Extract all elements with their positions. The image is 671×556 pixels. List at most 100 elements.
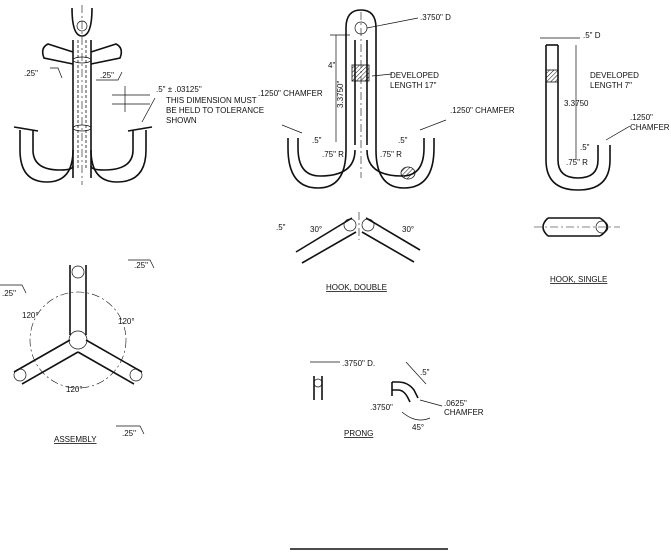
hook-double-chamfer-right-mark [419,119,447,131]
assembly-arm-top-ring [71,265,85,279]
hook-double-angle-left: 30° [310,225,322,234]
hook-double-d-leader [366,17,419,29]
hook-double-top-arm-right-a [365,217,421,251]
hook-double-top-arm-right-b [361,231,415,263]
anchor-dim-right: .25" [100,71,114,80]
assembly-dim-top: .25" [134,261,148,270]
prong-dim-d: .3750" D. [342,359,375,368]
anchor-note-leader [141,97,156,123]
prong-chamfer-1: .0625" [444,399,467,408]
anchor-hook-right-outer [90,130,147,183]
hook-single-dim-5: .5" [580,143,590,152]
hook-double-developed-1: DEVELOPED [390,71,439,80]
anchor-note-line3: SHOWN [166,116,197,125]
assembly-finish-bottom [116,425,145,435]
hook-double-section-hatch [351,64,370,82]
hook-double-view: 4" 3.3750" .3750" D DEVELOPED LENGTH 17"… [258,9,515,189]
hook-double-dim-d: .3750" D [420,13,451,22]
prong-chamfer-2: CHAMFER [444,408,484,417]
assembly-angle-left: 120° [22,311,39,320]
assembly-bolt-circle [29,291,127,389]
anchor-dim-left: .25" [24,69,38,78]
prong-dim-5-line [405,361,427,385]
assembly-arm-left-a [13,339,71,373]
prong-angle-arc [401,411,431,421]
prong-caption: PRONG [344,429,373,438]
hook-double-dim-4: 4" [328,61,335,70]
assembly-dim-bottom: .25" [122,429,136,438]
hook-double-dim-3375: 3.3750" [336,81,345,108]
anchor-hook-right-tip [127,126,153,132]
assembly-caption: ASSEMBLY [54,435,97,444]
assembly-arm-right-a [85,339,143,373]
anchor-hook-left-outer [19,130,74,183]
prong-chamfer-leader [419,399,443,407]
anchor-dim-tolerance: .5" ± .03125" [156,85,202,94]
assembly-arm-right-b [77,351,135,385]
anchor-hook-left-tip [13,126,39,132]
hook-double-developed-2: LENGTH 17" [390,81,437,90]
hook-double-chamfer-left-mark [281,124,303,134]
assembly-dim-left: .25" [2,289,16,298]
hook-single-view: .5" D 3.3750 DEVELOPED LENGTH 7" .1250" … [540,31,670,191]
hook-single-developed-1: DEVELOPED [590,71,639,80]
hook-single-hook-inner [557,145,599,179]
hook-double-left-outer [287,138,347,189]
hook-single-dim-3375: 3.3750 [564,99,589,108]
hook-double-top-arm-left-a [295,217,353,253]
prong-view: .3750" D. .5" .3750" .0625" CHAMFER 45° … [310,359,484,438]
hook-single-top-view: HOOK, SINGLE [534,217,620,284]
assembly-view: .25" .25" 120° 120° 120° .25" ASSEMBLY [0,259,155,444]
hook-single-chamfer-1: .1250" [630,113,653,122]
assembly-arm-left-ring [13,368,27,382]
hook-double-top-ring-right [361,218,375,232]
anchor-note-line1: THIS DIMENSION MUST [166,96,257,105]
anchor-hook-left-inner [32,130,74,171]
assembly-finish-top [128,259,155,269]
hook-single-radius: .75" R [566,158,588,167]
hook-double-radius-right: .75" R [380,150,402,159]
anchor-prong-left [41,43,74,65]
hook-double-dim-5-right: .5" [398,136,408,145]
assembly-angle-right: 120° [118,317,135,326]
hook-double-radius-left: .75" R [322,150,344,159]
hook-single-top-ring [595,220,609,234]
hook-single-chamfer-2: CHAMFER [630,123,670,132]
hook-single-hook-outer [545,145,611,191]
anchor-finish-left [50,67,63,79]
hook-double-left-inner [297,138,356,177]
assembly-hub [68,330,88,350]
prong-bend-inner [392,389,411,403]
assembly-angle-bottom: 120° [66,385,83,394]
hook-double-top-dim-5: .5" [276,223,286,232]
prong-end-circle [313,378,323,388]
hook-single-dim-d: .5" D [583,31,601,40]
assembly-finish-left [0,284,27,294]
hook-single-top-end-right [599,217,608,237]
hook-single-developed-2: LENGTH 7" [590,81,632,90]
hook-double-dim-5-left: .5" [312,136,322,145]
hook-double-chamfer-left: .1250" CHAMFER [258,89,323,98]
anchor-note-line2: BE HELD TO TOLERANCE [166,106,264,115]
anchor-prong-right [90,43,123,65]
hook-double-hook-section [400,166,416,180]
assembly-arm-right-ring [129,368,143,382]
hook-double-chamfer-right: .1250" CHAMFER [450,106,515,115]
hook-double-top-view: .5" 30° 30° HOOK, DOUBLE [276,212,421,292]
hook-single-top-end-left [542,217,549,237]
prong-bend-outer [392,381,419,399]
hook-single-section [545,69,559,83]
prong-angle: 45° [412,423,424,432]
hook-double-eye [345,9,377,40]
hook-single-chamfer-mark [605,125,631,141]
hook-double-top-ring-left [343,218,357,232]
anchor-prong-joint-top [72,56,92,64]
hook-double-caption: HOOK, DOUBLE [326,283,387,292]
prong-dim-5: .5" [420,368,430,377]
anchor-hook-right-inner [90,130,134,171]
hook-double-top-arm-left-b [301,231,357,264]
anchor-eye [71,7,93,37]
anchor-view: .25" .25" .5" ± .03125" THIS DIMENSION M… [13,5,264,185]
